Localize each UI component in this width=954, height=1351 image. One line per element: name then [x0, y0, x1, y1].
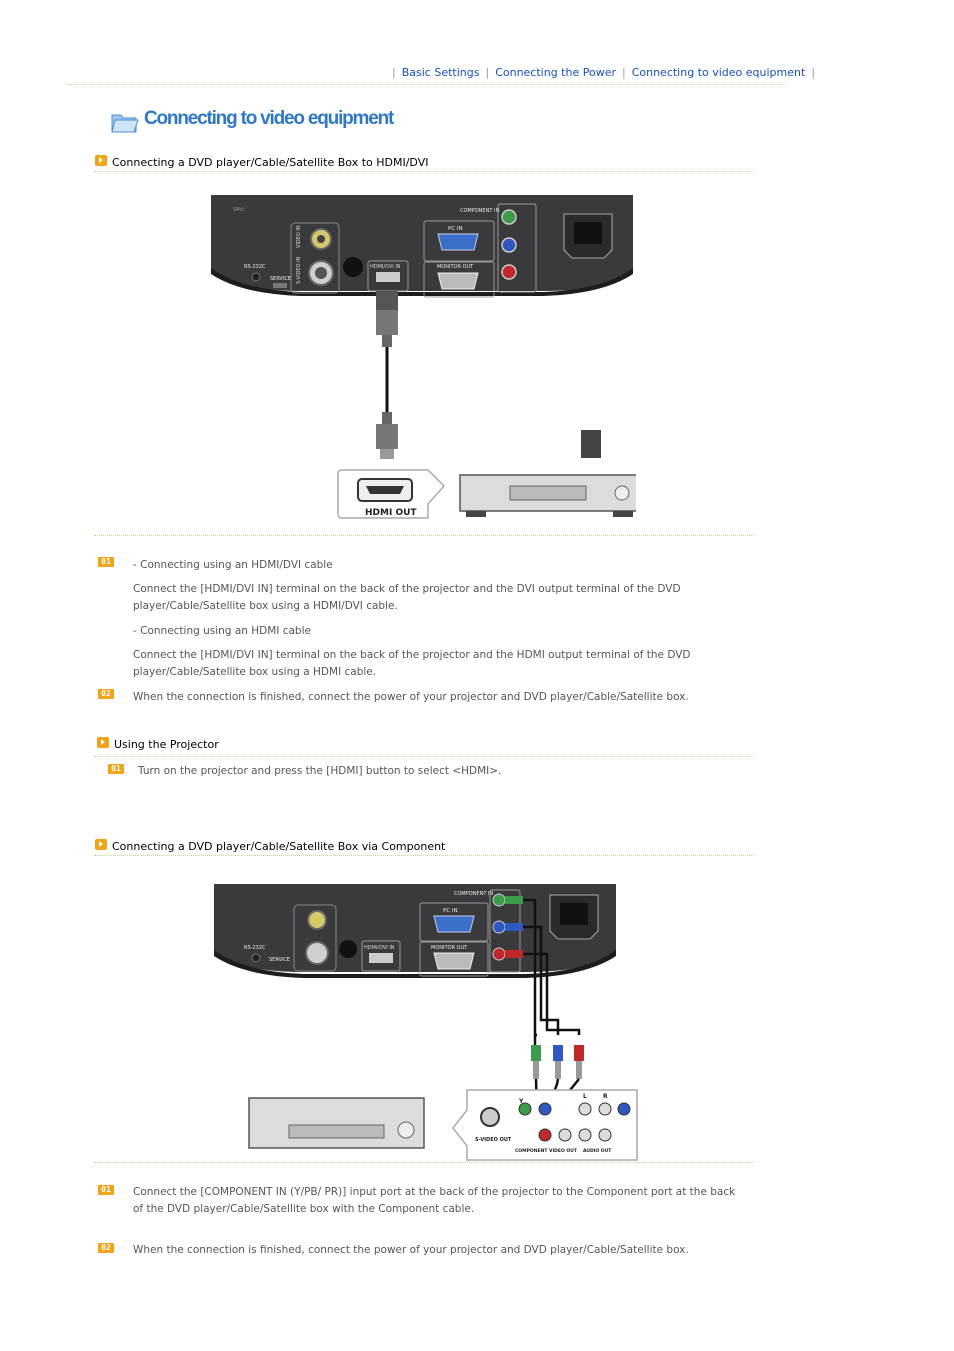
audio-out-label: AUDIO OUT: [583, 1148, 612, 1154]
monitor-out-label: MONITOR OUT: [431, 945, 468, 951]
rs232c-label: RS-232C: [244, 945, 266, 951]
l-label: L: [583, 1093, 587, 1100]
step-number-badge: 02: [98, 1243, 114, 1253]
nav-link-connecting-video[interactable]: Connecting to video equipment: [631, 66, 806, 79]
hdmi-out-label: HDMI OUT: [365, 508, 417, 518]
section-divider: [94, 171, 754, 172]
nav-link-basic-settings[interactable]: Basic Settings: [401, 66, 480, 79]
hdmi-dvi-in-label: HDMI/DVI IN: [364, 945, 395, 951]
page-title: Connecting to video equipment: [144, 108, 394, 129]
nav-divider: [68, 84, 786, 85]
step-text: When the connection is finished, connect…: [133, 691, 689, 703]
component-in-label: COMPONENT IN: [460, 208, 499, 214]
s-video-in-label: S-VIDEO IN: [296, 256, 302, 284]
hdmi-connection-diagram: SPRO VIDEO IN S-VIDEO IN RS-232C SERVICE…: [211, 195, 636, 519]
step-number-badge: 01: [98, 557, 114, 567]
arrow-bullet-icon: [95, 839, 107, 850]
step-text: - Connecting using an HDMI/DVI cable: [133, 559, 333, 571]
step-text: Connect the [HDMI/DVI IN] terminal on th…: [133, 649, 691, 678]
nav-separator: |: [621, 66, 626, 79]
arrow-bullet-icon: [97, 737, 109, 748]
rs232c-label: RS-232C: [244, 264, 266, 270]
service-label: SERVICE: [269, 957, 290, 963]
pc-in-label: PC IN: [443, 908, 458, 914]
component-in-label: COMPONENT IN: [454, 891, 493, 897]
arrow-bullet-icon: [95, 155, 107, 166]
section-heading-component: Connecting a DVD player/Cable/Satellite …: [112, 840, 446, 853]
step-text: Turn on the projector and press the [HDM…: [138, 765, 502, 777]
nav-separator: |: [485, 66, 490, 79]
monitor-out-label: MONITOR OUT: [437, 264, 474, 270]
component-connection-diagram: RS-232C SERVICE HDMI/DVI IN PC IN MONITO…: [214, 884, 638, 1161]
section-heading-hdmi: Connecting a DVD player/Cable/Satellite …: [112, 156, 429, 169]
step-number-badge: 01: [98, 1185, 114, 1195]
section-divider: [94, 756, 754, 757]
step-text: When the connection is finished, connect…: [133, 1244, 689, 1256]
step-number-badge: 01: [108, 764, 124, 774]
hdmi-dvi-in-label: HDMI/DVI IN: [370, 264, 401, 270]
r-label: R: [603, 1093, 608, 1100]
step-text: Connect the [COMPONENT IN (Y/PB/ PR)] in…: [133, 1186, 736, 1215]
breadcrumb-nav: | Basic Settings | Connecting the Power | Con…: [386, 66, 821, 79]
svg-text:SPRO: SPRO: [233, 207, 244, 212]
pc-in-label: PC IN: [448, 226, 463, 232]
y-label: Y: [518, 1098, 524, 1105]
s-video-out-label: S-VIDEO OUT: [475, 1137, 512, 1143]
folder-icon: [111, 114, 139, 133]
nav-separator: |: [392, 66, 396, 79]
component-video-out-label: COMPONENT VIDEO OUT: [515, 1148, 578, 1154]
nav-separator: |: [811, 66, 816, 79]
section-heading-using: Using the Projector: [114, 738, 219, 751]
section-divider: [94, 855, 754, 856]
step-text: Connect the [HDMI/DVI IN] terminal on th…: [133, 583, 681, 612]
section-divider: [94, 535, 754, 536]
step-text: - Connecting using an HDMI cable: [133, 625, 311, 637]
section-divider: [94, 1162, 754, 1163]
service-label: SERVICE: [270, 276, 291, 282]
nav-link-connecting-power[interactable]: Connecting the Power: [495, 66, 616, 79]
video-in-label: VIDEO IN: [296, 225, 302, 248]
step-number-badge: 02: [98, 689, 114, 699]
